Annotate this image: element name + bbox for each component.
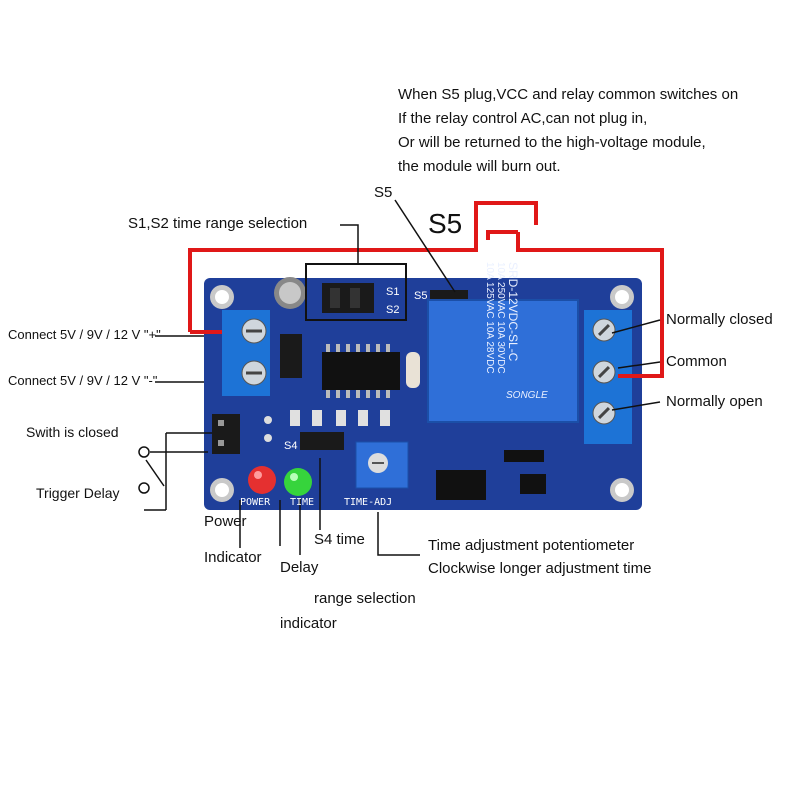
small-header: [280, 334, 302, 378]
delay-label: Delay: [280, 559, 319, 576]
pot-label-1: Time adjustment potentiometer: [428, 537, 635, 554]
relay-label-area: SRD-12VDC-SL-C 10A 250VAC 10A 30VDC 10A …: [470, 262, 580, 420]
indicator-label: Indicator: [204, 549, 262, 566]
warning-line-2: If the relay control AC,can not plug in,: [398, 110, 648, 127]
vcc-minus-label: Connect 5V / 9V / 12 V "-": [8, 373, 158, 388]
pot-label-2: Clockwise longer adjustment time: [428, 560, 652, 577]
transistor: [520, 474, 546, 494]
power-terminal-block: [222, 310, 270, 396]
s5-big-label: S5: [428, 208, 463, 239]
s4-time-label: S4 time: [314, 531, 365, 548]
range-selection-label: range selection: [314, 590, 416, 607]
warning-line-1: When S5 plug,VCC and relay common switch…: [398, 86, 739, 103]
power-led: [248, 466, 276, 494]
normally-closed-label: Normally closed: [666, 311, 773, 328]
silk-time: TIME: [290, 497, 315, 508]
capacitor: [274, 277, 306, 309]
relay: [427, 299, 579, 423]
power-label: Power: [204, 513, 247, 530]
leader-lines: [144, 199, 661, 556]
mounting-holes: [210, 285, 634, 502]
silk-s1: S1: [386, 286, 400, 298]
trigger-delay-label: Trigger Delay: [36, 485, 120, 501]
jumper-s1-s2: [322, 283, 374, 313]
silk-s2: S2: [386, 304, 400, 316]
silk-power: POWER: [240, 497, 271, 508]
smd-diode: [504, 450, 544, 462]
vcc-plus-label: Connect 5V / 9V / 12 V "+": [8, 327, 161, 342]
switch-contact-top: [138, 446, 150, 458]
resistors: [290, 410, 390, 426]
diode: [406, 352, 420, 388]
switch-contact-bottom: [138, 482, 150, 494]
potentiometer: [355, 441, 409, 489]
warning-line-4: the module will burn out.: [398, 158, 561, 175]
trigger-header: [212, 414, 272, 454]
switch-closed-label: Swith is closed: [26, 424, 119, 440]
silk-time-adj: TIME-ADJ: [344, 497, 393, 508]
relay-rating-2: 10A 125VAC 10A 28VDC: [484, 262, 495, 374]
s1-s2-label: S1,S2 time range selection: [128, 215, 308, 232]
warning-line-3: Or will be returned to the high-voltage …: [398, 134, 706, 151]
s5-wiring: [188, 201, 664, 378]
s1-s2-highlight-box: [305, 263, 407, 321]
common-label: Common: [666, 353, 727, 370]
silk-s4: S4: [284, 440, 298, 452]
normally-open-label: Normally open: [666, 393, 763, 410]
relay-rating-1: 10A 250VAC 10A 30VDC: [495, 262, 506, 374]
inductor: [436, 470, 486, 500]
jumper-s4: [300, 432, 344, 450]
timer-ic: [322, 344, 400, 398]
s5-small-label: S5: [374, 184, 393, 201]
indicator2-label: indicator: [280, 615, 337, 632]
silk-s5: S5: [414, 290, 428, 302]
relay-model: SRD-12VDC-SL-C: [506, 262, 520, 362]
relay-brand: SONGLE: [506, 390, 548, 401]
time-led: [284, 468, 312, 496]
